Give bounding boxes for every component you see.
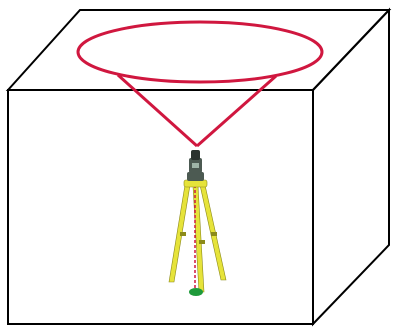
instrument-display [192,163,199,168]
cone-right-edge [197,76,276,146]
box-side-face [313,10,389,324]
survey-point-marker-icon [189,288,203,296]
leg-clamp [199,240,205,244]
tripod-head [184,180,207,187]
leg-clamp [180,232,186,236]
tripod-leg-left [169,185,190,282]
leg-clamp [211,232,217,236]
total-station-icon [187,150,204,181]
tripod [169,150,226,296]
cone-ellipse [78,22,322,82]
cone-left-edge [118,75,197,146]
box-front-face [8,90,313,324]
visibility-cone [78,22,322,146]
instrument-base [187,172,204,181]
instrument-telescope [191,150,200,160]
